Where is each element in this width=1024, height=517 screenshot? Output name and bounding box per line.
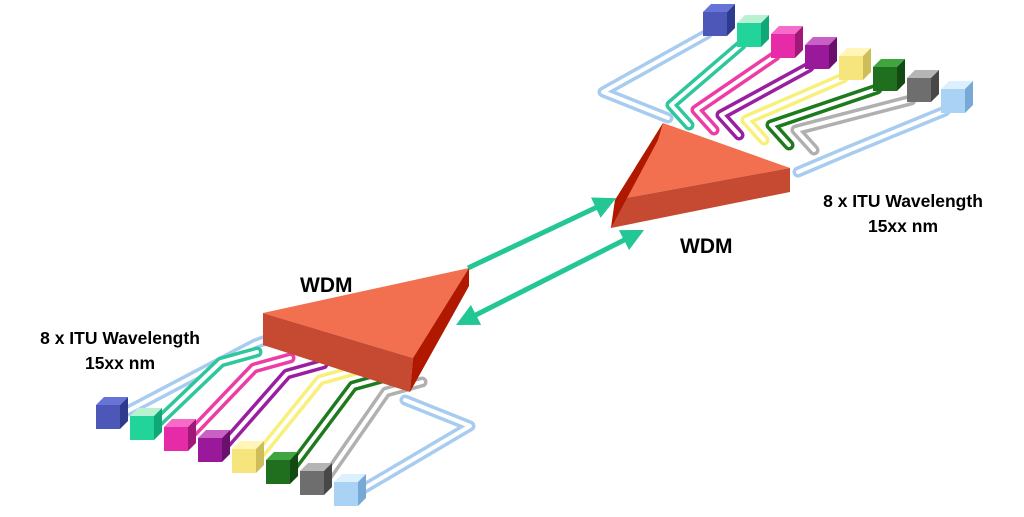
right-fiber-6 [765, 83, 883, 151]
right-wdm-side-face [611, 123, 663, 228]
right-channel-cubes [703, 4, 973, 113]
right-fiber-4 [715, 61, 815, 141]
right-channel-cube-5 [839, 48, 871, 80]
left-channel-cube-3 [164, 419, 196, 451]
right-channel-cube-1 [703, 4, 735, 36]
left-wdm-side-face [410, 268, 469, 392]
right-channel-cube-8 [941, 81, 973, 113]
left-channel-cubes [96, 397, 366, 506]
right-channel-cube-6 [873, 59, 905, 91]
right-wdm-top-face [615, 123, 790, 200]
left-channel-cube-1 [96, 397, 128, 429]
right-wavelength-line2: 15xx nm [868, 216, 938, 236]
left-fiber-2 [148, 346, 263, 432]
right-fiber-2 [665, 39, 747, 131]
right-channel-cube-4 [805, 37, 837, 69]
left-wavelength-line1: 8 x ITU Wavelength [40, 328, 200, 348]
left-fiber-5 [250, 364, 362, 465]
right-fiber-5 [740, 72, 849, 146]
right-wdm-front-face [611, 168, 790, 228]
right-fiber-3 [690, 50, 781, 136]
right-fiber-1 [597, 28, 713, 124]
left-wdm-block [263, 268, 469, 392]
right-channel-cube-7 [907, 70, 939, 102]
left-channel-cube-6 [266, 452, 298, 484]
fiber-link [455, 197, 645, 326]
right-wavelength-line1: 8 x ITU Wavelength [823, 191, 983, 211]
left-wdm-front-face [263, 313, 413, 392]
left-channel-cube-5 [232, 441, 264, 473]
right-fiber-bundle [597, 28, 951, 178]
left-channel-cube-8 [334, 474, 366, 506]
left-channel-cube-4 [198, 430, 230, 462]
right-wdm-label: WDM [680, 235, 732, 258]
right-channel-cube-2 [737, 15, 769, 47]
left-channel-cube-7 [300, 463, 332, 495]
left-wdm-label: WDM [300, 274, 352, 297]
right-fiber-8 [792, 105, 951, 178]
right-wdm-block [611, 123, 790, 228]
left-fiber-4 [216, 358, 329, 454]
left-channel-cube-2 [130, 408, 162, 440]
right-fiber-7 [790, 94, 917, 156]
link-arrow-lower [455, 229, 645, 326]
right-channel-cube-3 [771, 26, 803, 58]
left-fiber-3 [182, 352, 296, 443]
left-wavelength-line2: 15xx nm [85, 353, 155, 373]
left-wdm-top-face [263, 268, 469, 358]
left-fiber-8 [352, 394, 476, 498]
